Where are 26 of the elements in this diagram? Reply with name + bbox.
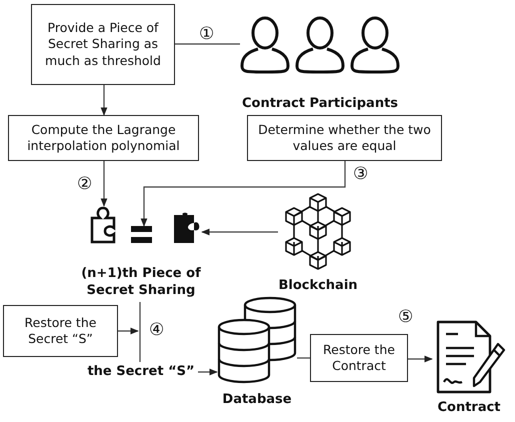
- process-box: [8, 115, 199, 161]
- step-text: Determine whether the two values are equal: [257, 122, 432, 154]
- node-label: Database: [221, 392, 293, 409]
- process-box: [3, 305, 118, 357]
- process-box: [31, 4, 175, 85]
- step-text: Restore the Contract: [322, 342, 396, 374]
- connector-line: [297, 357, 310, 359]
- process-box: [247, 115, 442, 161]
- process-box: [310, 334, 408, 382]
- arrow: [100, 161, 108, 207]
- arrow: [140, 161, 346, 227]
- node-label: the Secret “S”: [87, 364, 195, 380]
- arrow: [118, 328, 139, 334]
- node-label: (n+1)th Piece of Secret Sharing: [80, 266, 202, 300]
- arrow: [408, 356, 433, 362]
- connector-line: [175, 43, 240, 45]
- node-label: Contract Participants: [240, 96, 400, 113]
- connector-line: [139, 302, 141, 362]
- step-text: Provide a Piece of Secret Sharing as much as threshold: [44, 20, 162, 69]
- node-label: Blockchain: [277, 278, 359, 295]
- arrow: [100, 85, 108, 116]
- arrow: [198, 368, 218, 376]
- step-text: Restore the Secret “S”: [24, 314, 98, 348]
- step-text: Compute the Lagrange interpolation polynomial: [26, 122, 181, 154]
- node-label: Contract: [436, 400, 502, 417]
- arrow: [201, 228, 278, 236]
